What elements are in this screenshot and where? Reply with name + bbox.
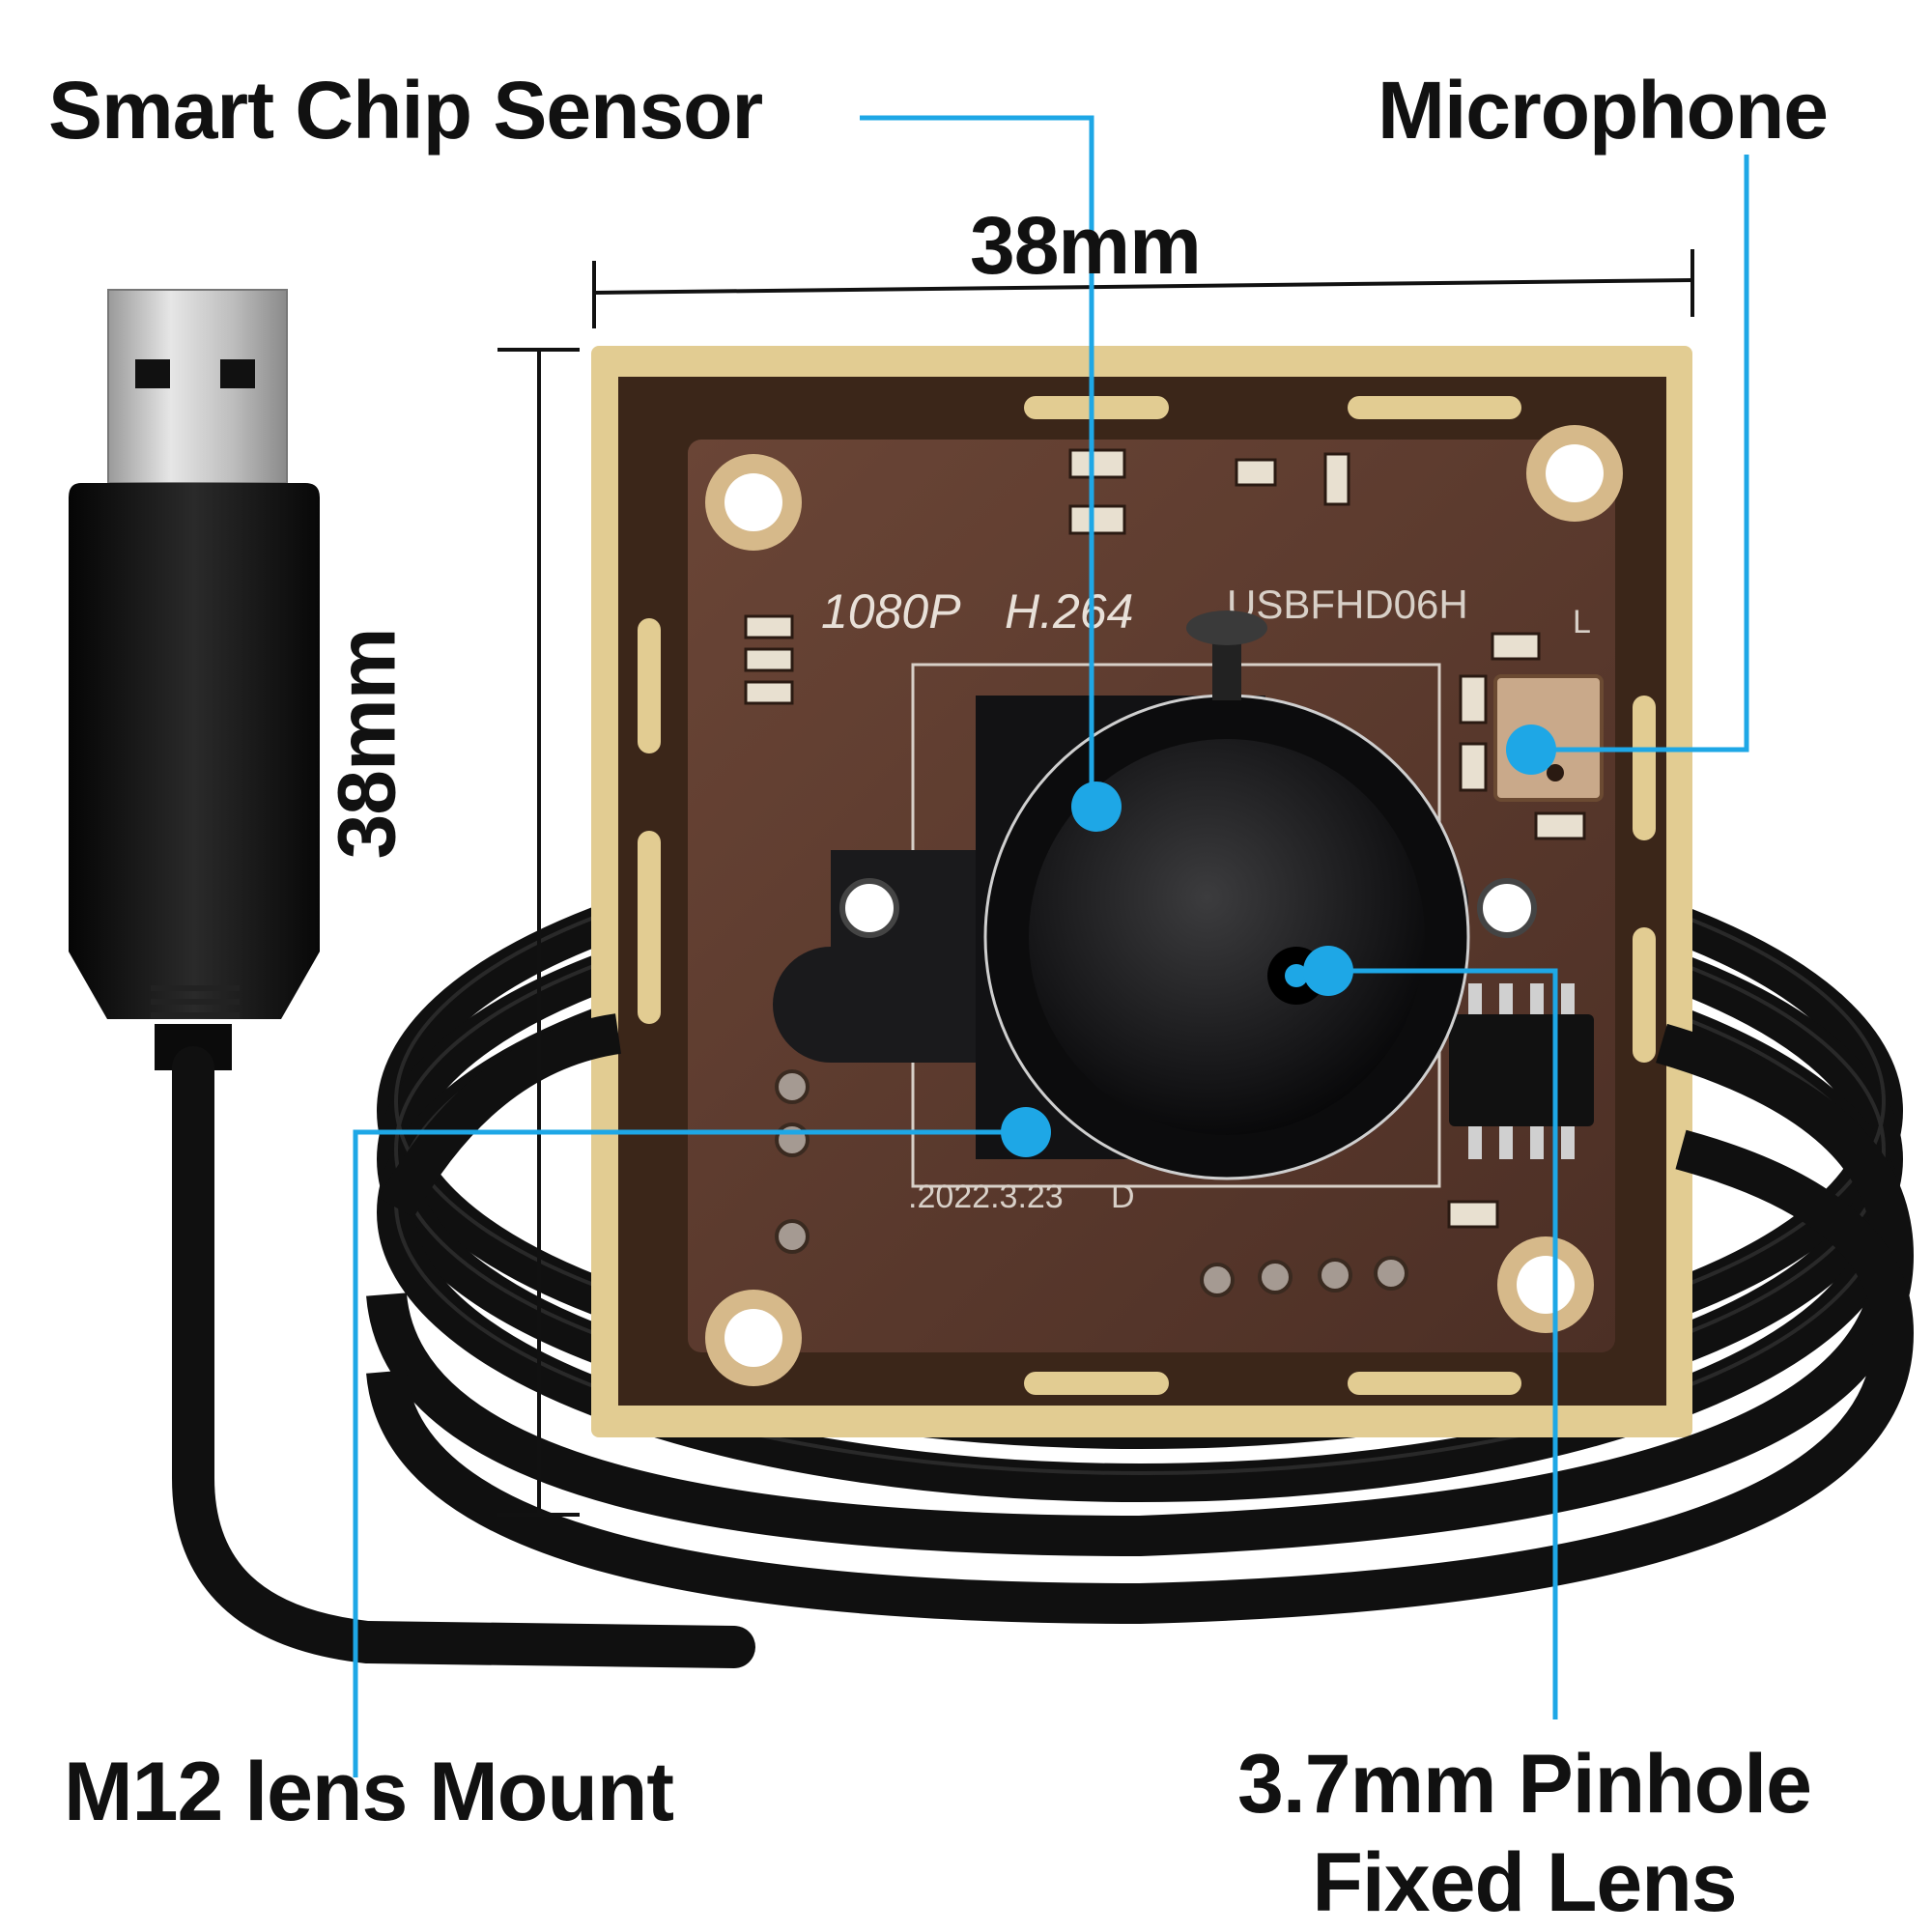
silk-resolution: 1080P: [821, 584, 961, 639]
leader-sensor: [860, 115, 1094, 807]
marker-lens: [1303, 946, 1353, 996]
width-dimension-line: [592, 249, 1694, 328]
lens-mount-label: M12 lens Mount: [64, 1746, 674, 1838]
leader-microphone: [1531, 155, 1749, 753]
marker-sensor: [1071, 781, 1122, 832]
leader-lens: [1333, 968, 1558, 1719]
smart-chip-sensor-label: Smart Chip Sensor: [48, 65, 763, 156]
silk-rev: D: [1111, 1179, 1135, 1215]
width-dimension-label: 38mm: [970, 200, 1202, 291]
silk-model: USBFHD06H: [1227, 582, 1468, 627]
leader-mount: [353, 1129, 1022, 1777]
microphone-label: Microphone: [1378, 65, 1829, 156]
pinhole-lens-label-line1: 3.7mm Pinhole: [1237, 1738, 1812, 1831]
usb-connector: [69, 289, 320, 1070]
pinhole-lens-label-line2: Fixed Lens: [1312, 1836, 1737, 1929]
marker-microphone: [1506, 724, 1556, 775]
height-dimension-label: 38mm: [321, 628, 412, 860]
usb-cable: [172, 1046, 755, 1668]
marker-mount: [1001, 1107, 1051, 1157]
silk-date: .2022.3.23: [908, 1179, 1064, 1215]
height-dimension-line: [497, 348, 580, 1517]
silk-codec: H.264: [1005, 584, 1133, 639]
silk-channel: L: [1573, 604, 1591, 640]
pinhole-lens-label: 3.7mm Pinhole Fixed Lens: [1215, 1735, 1833, 1932]
